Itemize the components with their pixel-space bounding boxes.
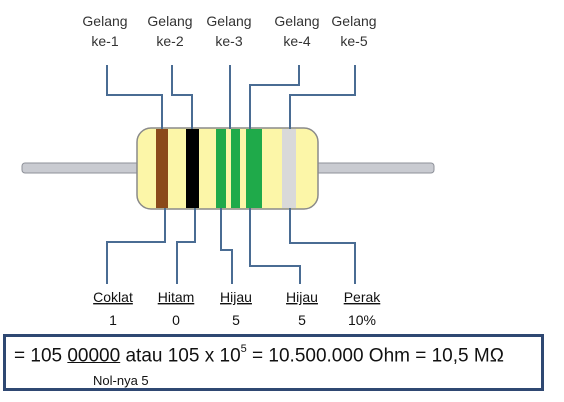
right-lead — [307, 162, 435, 174]
band-4-color-name: Hijau — [286, 289, 318, 305]
band-4 — [246, 129, 262, 208]
formula-middle: atau 105 x 10 — [120, 345, 241, 367]
formula-zeros: 00000 — [67, 345, 121, 367]
bottom-leader-lines — [106, 208, 356, 284]
band-2-value: 0 — [172, 312, 180, 328]
resistor-body — [136, 127, 319, 210]
leader-bot-3 — [220, 208, 233, 284]
formula-suffix: = 10.500.000 Ohm = 10,5 MΩ — [246, 345, 504, 367]
leader-bot-5 — [289, 208, 356, 284]
band-2 — [186, 129, 199, 208]
band-1 — [156, 129, 168, 208]
band-2-color-name: Hitam — [158, 289, 195, 305]
band-3-color-name: Hijau — [220, 289, 252, 305]
band-4-value: 5 — [298, 312, 306, 328]
leader-bot-2 — [176, 208, 196, 284]
band-5-value: 10% — [348, 312, 376, 328]
zeros-count-label: Nol-nya 5 — [93, 373, 149, 388]
band-5-color-name: Perak — [344, 289, 382, 305]
left-lead — [21, 162, 149, 174]
top-label-3-line1: Gelang — [206, 13, 251, 29]
formula-line: = 105 00000 atau 105 x 105 = 10.500.000 … — [14, 343, 504, 367]
band-5 — [282, 129, 296, 208]
band-3b — [231, 129, 240, 208]
top-label-2-line2: ke-2 — [156, 33, 183, 49]
leader-top-5 — [289, 65, 356, 129]
band-3a — [216, 129, 226, 208]
formula-box: = 105 00000 atau 105 x 105 = 10.500.000 … — [3, 334, 544, 391]
top-label-4-line1: Gelang — [274, 13, 319, 29]
leader-bot-1 — [106, 208, 166, 284]
leader-top-1 — [106, 65, 163, 129]
leader-top-2 — [171, 65, 193, 129]
band-1-color-name: Coklat — [93, 289, 133, 305]
top-label-2-line1: Gelang — [147, 13, 192, 29]
band-3-value: 5 — [232, 312, 240, 328]
formula-exponent: 5 — [240, 343, 247, 355]
formula-prefix: = 105 — [14, 345, 68, 367]
leader-top-4 — [249, 65, 300, 129]
leader-bot-4 — [249, 208, 301, 284]
top-label-1-line2: ke-1 — [91, 33, 118, 49]
top-label-5-line2: ke-5 — [340, 33, 367, 49]
top-leader-lines — [106, 65, 356, 129]
top-label-1-line1: Gelang — [82, 13, 127, 29]
top-label-3-line2: ke-3 — [215, 33, 242, 49]
top-label-5-line1: Gelang — [331, 13, 376, 29]
band-1-value: 1 — [109, 312, 117, 328]
top-label-4-line2: ke-4 — [283, 33, 310, 49]
